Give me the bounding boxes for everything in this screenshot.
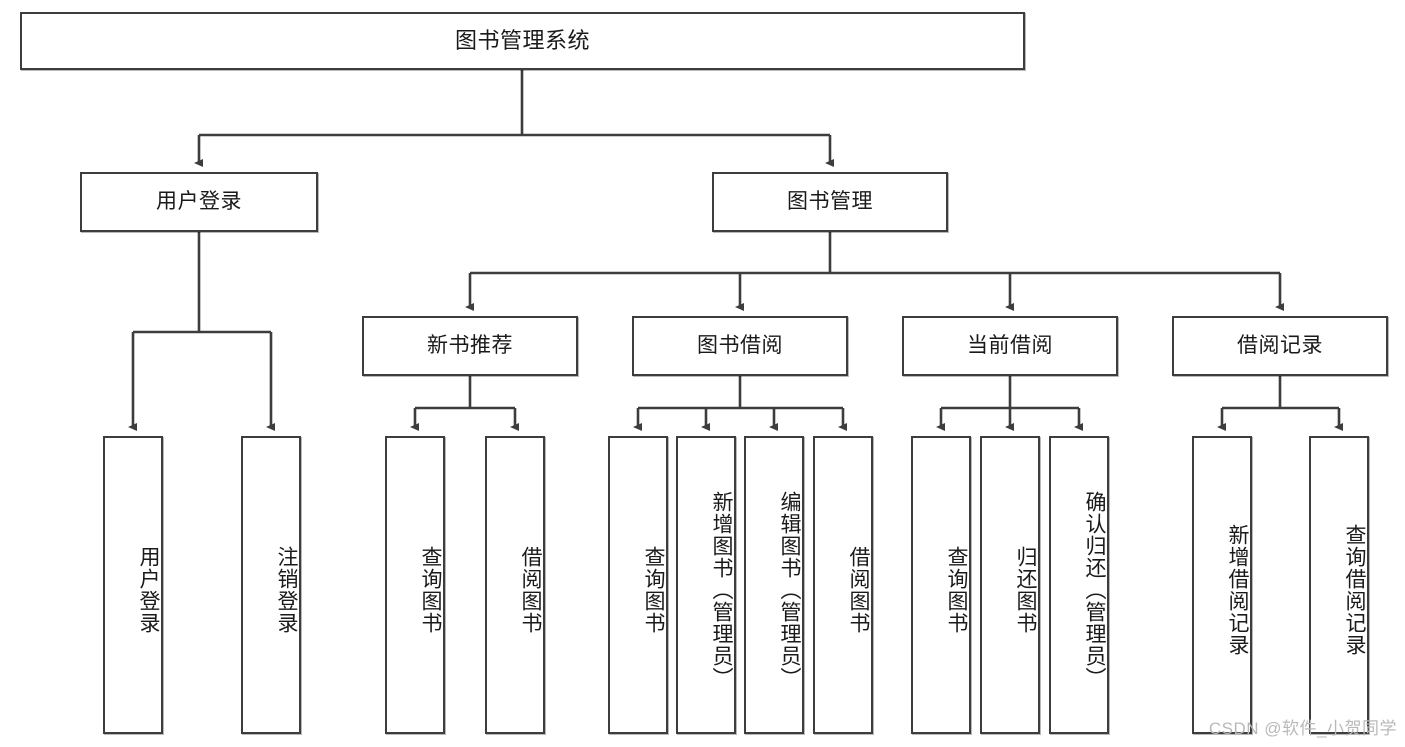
leaf-recommend-borrow-book[interactable]: 借阅图书 [485, 436, 545, 734]
node-label: 图书借阅 [697, 334, 783, 358]
node-user-login[interactable]: 用户登录 [80, 172, 318, 232]
leaf-current-query-book[interactable]: 查询图书 [911, 436, 971, 734]
leaf-recommend-query-book[interactable]: 查询图书 [385, 436, 445, 734]
node-label: 用户登录 [137, 546, 160, 634]
leaf-user-login-login[interactable]: 用户登录 [103, 436, 163, 734]
leaf-user-login-logout[interactable]: 注销登录 [241, 436, 301, 734]
node-label: 新书推荐 [427, 334, 513, 358]
node-new-book-recommend[interactable]: 新书推荐 [362, 316, 578, 376]
node-root-system[interactable]: 图书管理系统 [20, 12, 1025, 70]
node-label: 查询图书 [642, 546, 665, 634]
node-label: 用户登录 [156, 190, 242, 214]
node-label: 查询图书 [419, 546, 442, 634]
leaf-record-query-record[interactable]: 查询借阅记录 [1309, 436, 1369, 734]
node-label: 查询图书 [945, 546, 968, 634]
node-book-borrow[interactable]: 图书借阅 [632, 316, 848, 376]
node-label: 归还图书 [1014, 546, 1037, 634]
watermark-text: CSDN @软件_小贺同学 [1208, 719, 1397, 738]
leaf-borrow-add-book-admin[interactable]: 新增图书（管理员） [676, 436, 736, 734]
node-borrow-record[interactable]: 借阅记录 [1172, 316, 1388, 376]
node-label: 新增图书（管理员） [710, 491, 733, 689]
node-current-borrow[interactable]: 当前借阅 [902, 316, 1118, 376]
node-label: 确认归还（管理员） [1083, 491, 1106, 689]
leaf-borrow-query-book[interactable]: 查询图书 [608, 436, 668, 734]
node-label: 当前借阅 [967, 334, 1053, 358]
node-label: 图书管理系统 [454, 27, 590, 53]
node-label: 编辑图书（管理员） [778, 491, 801, 689]
node-label: 借阅图书 [847, 546, 870, 634]
leaf-current-return-book[interactable]: 归还图书 [980, 436, 1040, 734]
node-book-management[interactable]: 图书管理 [712, 172, 948, 232]
node-label: 借阅记录 [1237, 334, 1323, 358]
leaf-record-add-record[interactable]: 新增借阅记录 [1192, 436, 1252, 734]
node-label: 注销登录 [275, 546, 298, 634]
node-label: 新增借阅记录 [1226, 524, 1249, 656]
node-label: 查询借阅记录 [1343, 524, 1366, 656]
node-label: 图书管理 [787, 190, 873, 214]
leaf-current-confirm-return-admin[interactable]: 确认归还（管理员） [1049, 436, 1109, 734]
leaf-borrow-edit-book-admin[interactable]: 编辑图书（管理员） [744, 436, 804, 734]
node-label: 借阅图书 [519, 546, 542, 634]
leaf-borrow-borrow-book[interactable]: 借阅图书 [813, 436, 873, 734]
